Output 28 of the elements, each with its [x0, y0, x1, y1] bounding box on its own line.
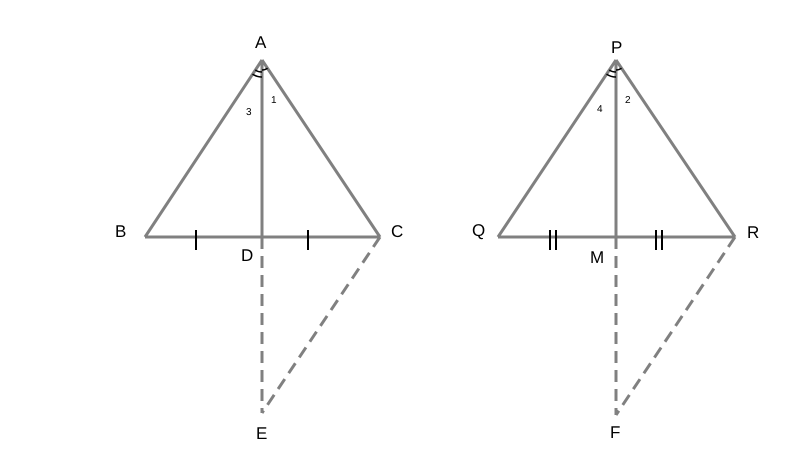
point-label: C — [391, 223, 404, 240]
point-label: Q — [472, 222, 486, 239]
dashed-line-segment — [614, 237, 618, 415]
dashed-line-segment — [614, 236, 736, 416]
line-segment — [145, 236, 262, 238]
angle-number: 2 — [625, 96, 631, 106]
line-segment — [496, 59, 618, 238]
line-segment — [614, 59, 736, 238]
point-label: R — [747, 224, 760, 241]
angle-number: 1 — [271, 96, 277, 106]
line-segment — [144, 59, 264, 238]
point-label: A — [255, 34, 266, 51]
point-label: E — [256, 425, 268, 442]
line-segment — [262, 236, 380, 238]
point-label: B — [115, 223, 126, 240]
dashed-line-segment — [260, 237, 264, 413]
point-label: F — [610, 424, 620, 441]
line-segment — [260, 59, 382, 238]
point-label: P — [611, 39, 622, 56]
point-label: M — [590, 249, 604, 266]
line-segment — [260, 60, 264, 237]
dashed-line-segment — [260, 236, 382, 414]
line-segment — [616, 236, 735, 238]
line-segment — [498, 236, 616, 238]
line-segment — [614, 60, 618, 237]
angle-number: 4 — [597, 105, 603, 115]
point-label: D — [241, 247, 254, 264]
angle-number: 3 — [246, 108, 252, 118]
